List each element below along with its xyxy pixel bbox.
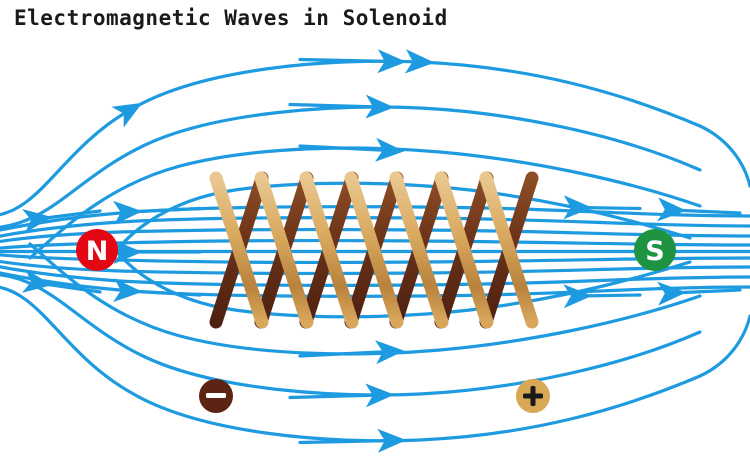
coil-strand-front — [389, 171, 449, 329]
coil-strand-front — [344, 171, 404, 329]
magnetic-field-line-inner — [0, 228, 750, 244]
magnetic-field-line — [698, 314, 750, 378]
positive-terminal[interactable] — [516, 379, 550, 413]
magnetic-field-line-arrow — [22, 208, 102, 233]
magnetic-field-line — [0, 105, 702, 229]
south-pole-marker[interactable]: S — [634, 229, 676, 271]
magnetic-field-line-inner — [0, 253, 750, 264]
negative-terminal[interactable] — [199, 379, 233, 413]
magnetic-field-line-arrow — [298, 428, 407, 453]
magnetic-field-line-arrow — [563, 284, 642, 309]
magnetic-field-inner-arrows — [22, 195, 742, 309]
magnetic-field-line-arrow — [298, 137, 405, 162]
north-pole-label: N — [86, 236, 109, 267]
south-pole-circle[interactable] — [634, 229, 676, 271]
magnetic-field-lines-back — [0, 49, 750, 453]
magnetic-field-line — [698, 124, 750, 188]
coil-strand-front — [299, 171, 359, 329]
magnetic-field-line-arrow — [22, 269, 102, 294]
magnetic-field-line-arrow — [657, 281, 742, 306]
magnetic-field-line — [0, 273, 702, 397]
solenoid-coil — [209, 171, 539, 329]
page-title: Electromagnetic Waves in Solenoid — [14, 6, 448, 30]
magnetic-field-line-arrow — [298, 49, 407, 74]
magnetic-field-line — [405, 49, 435, 74]
magnetic-field-line-arrow — [563, 195, 642, 220]
magnetic-field-line-arrow — [298, 340, 405, 365]
magnetic-field-line-arrow — [288, 383, 395, 408]
magnetic-field-line-arrow — [657, 197, 742, 222]
magnetic-field-line-inner — [0, 239, 750, 250]
minus-icon — [206, 393, 226, 398]
coil-strand-front — [209, 171, 269, 329]
coil-strand-front — [434, 171, 494, 329]
coil-strand-front — [254, 171, 314, 329]
magnetic-field-line — [0, 285, 702, 443]
magnetic-field-line-arrow — [288, 94, 395, 119]
coil-leads — [199, 240, 550, 413]
magnetic-field-line — [0, 49, 702, 217]
plus-icon-vertical — [530, 386, 536, 406]
magnetic-field-line-arrow — [112, 278, 202, 303]
coil-strand-front — [479, 171, 539, 329]
north-pole-circle[interactable] — [76, 229, 118, 271]
magnetic-field-line-arrow — [113, 200, 202, 225]
south-pole-label: S — [645, 236, 664, 267]
coil-front-strands — [209, 171, 539, 329]
magnetic-field-line-inner — [0, 259, 750, 275]
north-pole-marker[interactable]: N — [76, 229, 118, 271]
